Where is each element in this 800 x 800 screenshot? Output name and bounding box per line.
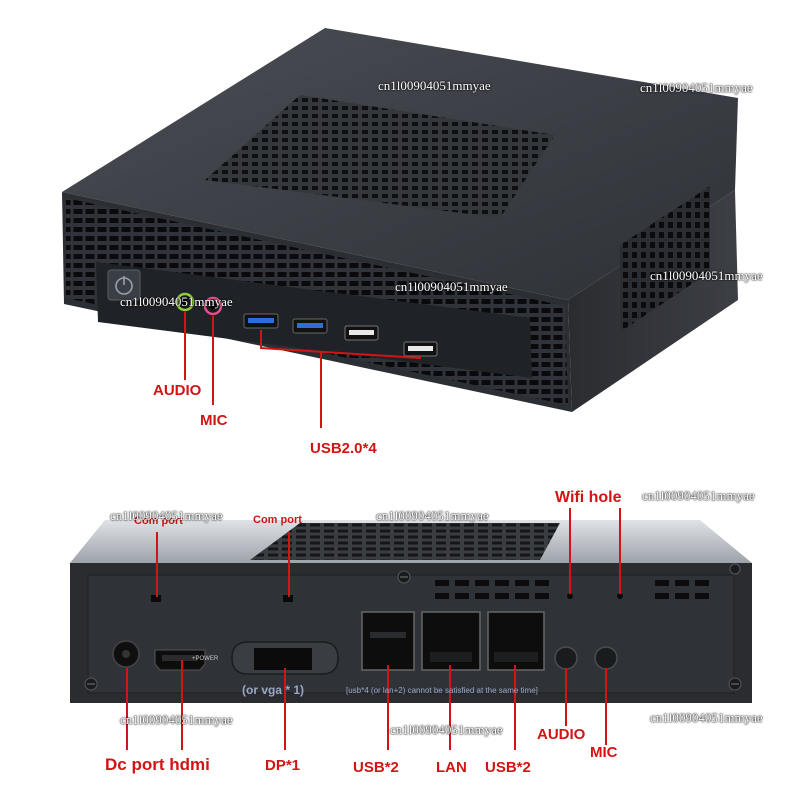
usb-left-label: USB*2 — [353, 759, 399, 776]
side-vent — [620, 186, 710, 332]
lan-label: LAN — [436, 759, 467, 776]
com-port-hole — [151, 595, 161, 602]
watermark: cn1l00904051mmyae — [120, 294, 233, 309]
watermark: cn1l00904051mmyae — [376, 508, 489, 523]
screw-icon — [729, 563, 741, 575]
vga-note: (or vga * 1) — [242, 683, 305, 697]
rear-mic-label: MIC — [590, 744, 618, 761]
usb-port — [344, 325, 379, 341]
watermark: cn1l00904051mmyae — [110, 508, 223, 523]
usb-port — [403, 341, 438, 357]
rear-view-device: +POWER — [70, 508, 752, 750]
audio-jack — [554, 646, 578, 670]
power-button — [107, 269, 141, 301]
watermark: cn1l00904051mmyae — [395, 279, 508, 294]
mic-jack — [594, 646, 618, 670]
screw-icon — [397, 570, 411, 584]
watermark: cn1l00904051mmyae — [390, 722, 503, 737]
top-mesh-vent — [205, 95, 555, 218]
watermark: cn1l00904051mmyae — [650, 710, 763, 725]
dc-hdmi-label: Dc port hdmi — [105, 755, 210, 774]
usb-port — [292, 318, 328, 334]
watermark: cn1l00904051mmyae — [642, 488, 755, 503]
watermark: cn1l00904051mmyae — [650, 268, 763, 283]
com-port-left-label: Com port — [134, 515, 183, 527]
front-audio-label: AUDIO — [153, 382, 202, 399]
usb-cutout — [361, 611, 415, 671]
front-usb-label: USB2.0*4 — [310, 440, 377, 457]
wifi-hole — [617, 593, 623, 599]
usb-right-label: USB*2 — [485, 759, 531, 776]
front-view-device — [62, 28, 738, 428]
com-port-right-label: Com port — [253, 514, 302, 526]
wifi-hole — [567, 593, 573, 599]
rear-vent-slots — [435, 580, 709, 599]
mic-jack — [203, 296, 223, 316]
front-callout-lines — [184, 312, 421, 428]
usb-port — [243, 313, 279, 329]
screw-icon — [728, 677, 742, 691]
rear-top-mesh — [250, 523, 560, 560]
usb-cutout — [487, 611, 545, 671]
dp-port — [231, 641, 339, 675]
dp-label: DP*1 — [265, 757, 301, 774]
audio-jack — [175, 292, 195, 312]
com-port-hole — [283, 595, 293, 602]
rear-callout-lines — [126, 508, 621, 750]
lan-cutout — [421, 611, 481, 671]
front-mic-label: MIC — [200, 412, 228, 429]
screw-icon — [84, 677, 98, 691]
usb-lan-note: [usb*4 (or lan+2) cannot be satisfied at… — [346, 686, 538, 695]
hdmi-port — [154, 649, 206, 671]
watermark: cn1l00904051mmyae — [120, 712, 233, 727]
rear-audio-label: AUDIO — [537, 726, 586, 743]
wifi-hole-label: Wifi hole — [555, 489, 622, 506]
watermark: cn1l00904051mmyae — [640, 80, 753, 95]
power-marking: +POWER — [192, 656, 219, 662]
watermark: cn1l00904051mmyae — [378, 78, 491, 93]
dc-port — [112, 640, 140, 668]
